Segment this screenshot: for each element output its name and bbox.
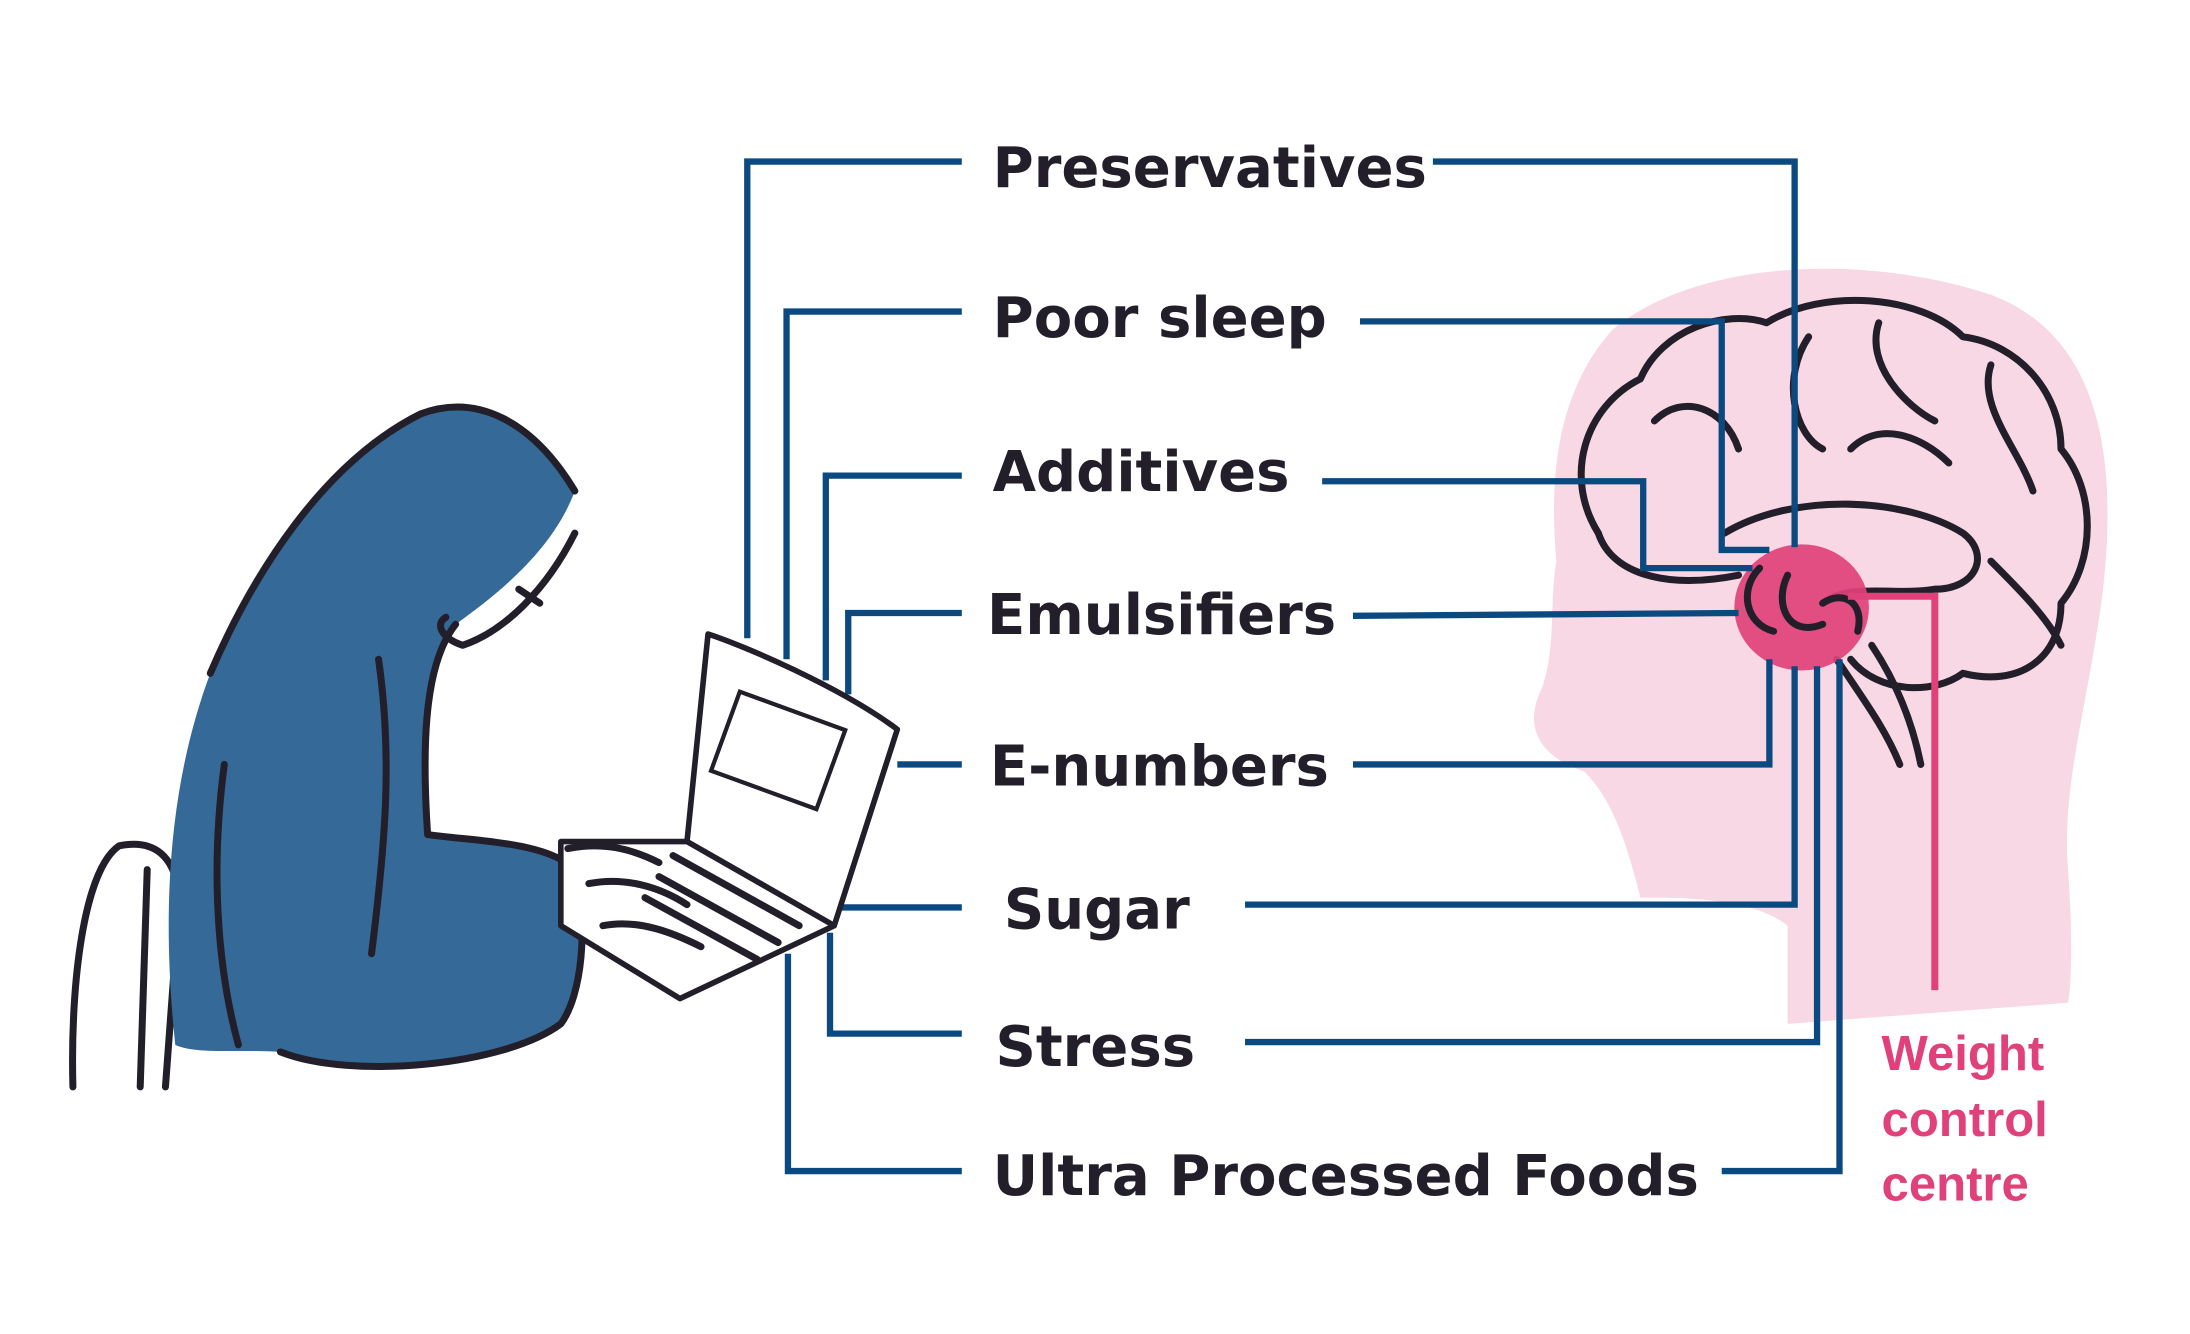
factor-label-e-numbers: E-numbers xyxy=(990,734,1329,799)
connector-lines xyxy=(744,158,1843,1175)
factor-label-sugar: Sugar xyxy=(1004,877,1190,942)
highlight-pointer-line xyxy=(1847,592,1939,991)
factor-label-additives: Additives xyxy=(993,440,1290,505)
factor-label-ultra-processed-foods: Ultra Processed Foods xyxy=(993,1144,1699,1209)
label-line-3: centre xyxy=(1882,1157,2029,1211)
factor-label-stress: Stress xyxy=(995,1015,1195,1080)
hoodie xyxy=(168,407,583,1067)
factor-label-preservatives: Preservatives xyxy=(993,136,1427,201)
laptop-icon xyxy=(684,631,901,929)
label-line-1: Weight xyxy=(1882,1027,2045,1081)
weight-control-centre-highlight xyxy=(1734,544,1869,671)
label-line-2: control xyxy=(1882,1093,2048,1147)
chair-icon xyxy=(69,840,183,1091)
factor-label-emulsifiers: Emulsifiers xyxy=(987,583,1336,648)
factor-label-poor-sleep: Poor sleep xyxy=(993,286,1327,351)
person-with-laptop-illustration xyxy=(69,403,901,1091)
weight-control-centre-label: Weight control centre xyxy=(1882,1027,2048,1211)
